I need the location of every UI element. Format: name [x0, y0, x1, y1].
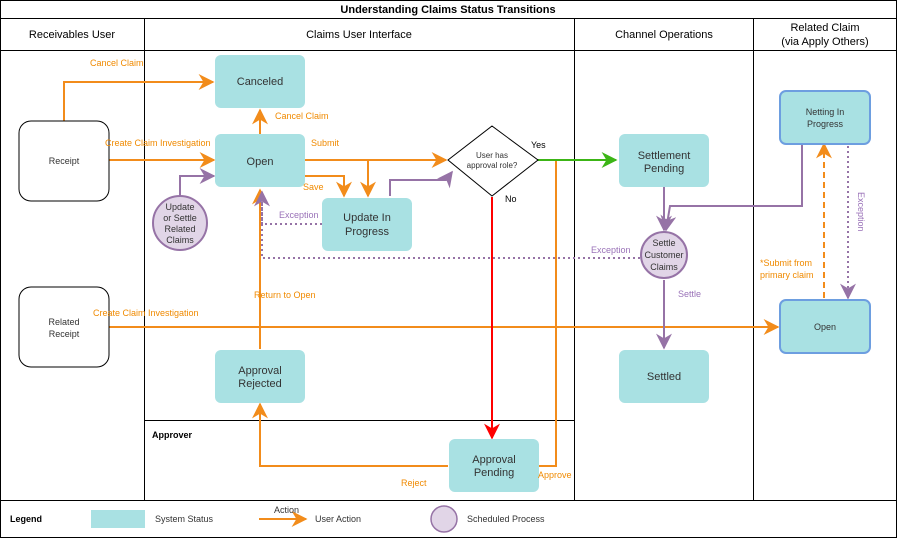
- edge-update-settle-open: [179, 168, 216, 196]
- lane-header-receivables: Receivables User: [29, 29, 116, 41]
- lane-header-claims-ui: Claims User Interface: [306, 29, 412, 41]
- edge-netting-settle: [660, 144, 803, 232]
- legend-scheduled-swatch: [430, 505, 458, 533]
- lane-header-related-1: Related Claim: [790, 22, 859, 34]
- legend-title: Legend: [10, 514, 42, 524]
- label-cancel-claim-mid: Cancel Claim: [275, 111, 329, 121]
- diagram-title: Understanding Claims Status Transitions: [340, 4, 555, 16]
- related-receipt-label-1: Related: [48, 317, 79, 327]
- edge-open-save: [304, 175, 352, 198]
- label-submit-primary-2: primary claim: [760, 270, 814, 280]
- label-no: No: [505, 194, 517, 204]
- label-reject: Reject: [401, 478, 427, 488]
- update-settle-related-process: [152, 195, 208, 251]
- label-exception-settle: Exception: [591, 245, 631, 255]
- label-return-to-open: Return to Open: [254, 290, 316, 300]
- settle-claims-label-1: Settle: [652, 238, 675, 248]
- update-settle-label-4: Claims: [166, 235, 194, 245]
- update-settle-label-1: Update: [165, 202, 194, 212]
- legend-system-status-swatch: [91, 510, 145, 528]
- label-settle: Settle: [678, 289, 701, 299]
- edge-reject: [252, 402, 448, 467]
- purple-edges: [179, 144, 856, 350]
- label-submit: Submit: [311, 138, 340, 148]
- label-exception-update: Exception: [279, 210, 319, 220]
- label-save: Save: [303, 182, 324, 192]
- label-create-claim-1: Create Claim Investigation: [105, 138, 211, 148]
- settled-label: Settled: [647, 371, 681, 383]
- settle-claims-label-3: Claims: [650, 262, 678, 272]
- approval-rejected-label-2: Rejected: [238, 378, 281, 390]
- settlement-pending-label-2: Pending: [644, 163, 684, 175]
- lane-header-approver: Approver: [152, 430, 193, 440]
- receipt-node: [18, 120, 110, 202]
- settled-node: [619, 350, 709, 403]
- canceled-label: Canceled: [237, 76, 283, 88]
- edges: [63, 74, 832, 467]
- label-approve: Approve: [538, 470, 572, 480]
- netting-label-1: Netting In: [806, 107, 845, 117]
- label-yes: Yes: [531, 140, 546, 150]
- update-in-progress-label-2: Progress: [345, 226, 390, 238]
- approval-rejected-node: [215, 350, 305, 403]
- legend-system-status: System Status: [155, 514, 214, 524]
- legend-user-action: User Action: [315, 514, 361, 524]
- netting-label-2: Progress: [807, 119, 844, 129]
- legend-scheduled-process: Scheduled Process: [467, 514, 545, 524]
- label-cancel-claim-top: Cancel Claim: [90, 58, 144, 68]
- open-node: [215, 134, 305, 187]
- approval-pending-label-2: Pending: [474, 467, 514, 479]
- decision-label-2: approval role?: [467, 161, 518, 170]
- update-in-progress-label-1: Update In: [343, 212, 391, 224]
- label-create-claim-2: Create Claim Investigation: [93, 308, 199, 318]
- label-submit-primary-1: *Submit from: [760, 258, 812, 268]
- edge-settle-exception: [261, 194, 640, 259]
- approval-pending-node: [449, 439, 539, 492]
- label-exception-related: Exception: [856, 192, 866, 232]
- approval-role-decision: [447, 125, 539, 197]
- update-settle-label-2: or Settle: [163, 213, 197, 223]
- legend-action: Action: [274, 505, 299, 515]
- related-receipt-node: [18, 286, 110, 368]
- canceled-node: [215, 55, 305, 108]
- approval-pending-label-1: Approval: [472, 454, 515, 466]
- receipt-label: Receipt: [49, 156, 80, 166]
- edge-receipt-cancel: [63, 74, 215, 121]
- netting-in-progress-node: [779, 90, 871, 145]
- related-open-node: [779, 299, 871, 354]
- settlement-pending-node: [619, 134, 709, 187]
- open-label: Open: [247, 156, 274, 168]
- lane-header-related-2: (via Apply Others): [781, 36, 868, 48]
- edge-update-decision: [389, 170, 453, 196]
- decision-label-1: User has: [476, 151, 508, 160]
- update-in-progress-node: [322, 198, 412, 251]
- settle-customer-claims-process: [640, 231, 688, 279]
- related-open-label: Open: [814, 322, 836, 332]
- approval-rejected-label-1: Approval: [238, 365, 281, 377]
- update-settle-label-3: Related: [164, 224, 195, 234]
- settlement-pending-label-1: Settlement: [638, 150, 691, 162]
- settle-claims-label-2: Customer: [644, 250, 683, 260]
- lane-header-channel-ops: Channel Operations: [615, 29, 713, 41]
- related-receipt-label-2: Receipt: [49, 329, 80, 339]
